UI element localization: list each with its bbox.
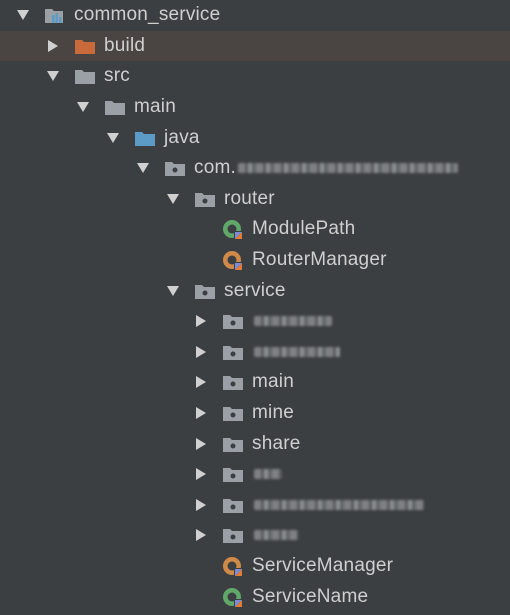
kotlin-class-icon — [222, 250, 244, 272]
package-folder-icon — [222, 525, 244, 545]
tree-row-service-share[interactable]: share — [0, 428, 510, 459]
folder-label — [252, 494, 424, 516]
class-label: ServiceManager — [252, 555, 394, 577]
tree-row-main[interactable]: main — [0, 92, 510, 123]
folder-icon — [74, 36, 96, 56]
folder-label: main — [134, 96, 176, 118]
redacted-text — [254, 469, 282, 480]
tree-row-package[interactable]: com. — [0, 153, 510, 184]
package-folder-icon — [194, 281, 216, 301]
source-folder-icon — [134, 128, 156, 148]
folder-label: router — [224, 187, 275, 209]
folder-label — [252, 524, 298, 546]
kotlin-class-icon — [222, 556, 244, 578]
package-folder-icon — [164, 158, 186, 178]
class-label: ModulePath — [252, 218, 356, 240]
tree-row-servicename[interactable]: ServiceName — [0, 581, 510, 612]
folder-icon — [74, 66, 96, 86]
package-folder-icon — [222, 464, 244, 484]
package-folder-icon — [222, 311, 244, 331]
tree-row-service-subfolder[interactable] — [0, 459, 510, 490]
folder-label: main — [252, 371, 294, 393]
folder-label: mine — [252, 402, 294, 424]
kotlin-class-icon — [222, 219, 244, 241]
package-folder-icon — [222, 372, 244, 392]
project-name: common_service — [74, 4, 221, 26]
triangle-down-icon[interactable] — [166, 284, 180, 298]
folder-label: service — [224, 279, 286, 301]
module-folder-icon — [44, 5, 66, 25]
package-folder-icon — [194, 189, 216, 209]
tree-row-java[interactable]: java — [0, 122, 510, 153]
package-label: com. — [194, 157, 458, 179]
triangle-right-icon[interactable] — [194, 498, 208, 512]
tree-row-service-subfolder[interactable] — [0, 337, 510, 368]
triangle-right-icon[interactable] — [194, 467, 208, 481]
folder-label: share — [252, 432, 301, 454]
tree-row-router[interactable]: router — [0, 184, 510, 215]
tree-row-common-service[interactable]: common_service — [0, 0, 510, 31]
folder-label — [252, 310, 332, 332]
redacted-text — [254, 316, 332, 327]
triangle-right-icon[interactable] — [194, 406, 208, 420]
triangle-right-icon[interactable] — [194, 437, 208, 451]
redacted-text — [254, 499, 424, 510]
folder-label — [252, 341, 340, 363]
tree-row-build[interactable]: build — [0, 30, 510, 62]
triangle-down-icon[interactable] — [166, 192, 180, 206]
triangle-right-icon[interactable] — [194, 345, 208, 359]
package-folder-icon — [222, 342, 244, 362]
tree-row-src[interactable]: src — [0, 61, 510, 92]
package-folder-icon — [222, 495, 244, 515]
tree-row-modulepath[interactable]: ModulePath — [0, 214, 510, 245]
package-folder-icon — [222, 403, 244, 423]
triangle-down-icon[interactable] — [76, 100, 90, 114]
triangle-right-icon[interactable] — [194, 375, 208, 389]
tree-row-servicemanager[interactable]: ServiceManager — [0, 551, 510, 582]
redacted-text — [237, 163, 458, 174]
tree-row-service-subfolder[interactable] — [0, 490, 510, 521]
triangle-down-icon[interactable] — [46, 69, 60, 83]
folder-label: src — [104, 65, 130, 87]
kotlin-class-icon — [222, 587, 244, 608]
folder-label — [252, 463, 282, 485]
triangle-down-icon[interactable] — [136, 161, 150, 175]
folder-label: java — [164, 126, 200, 148]
package-folder-icon — [222, 434, 244, 454]
triangle-down-icon[interactable] — [106, 131, 120, 145]
triangle-right-icon[interactable] — [194, 528, 208, 542]
folder-icon — [104, 97, 126, 117]
folder-label: build — [104, 34, 146, 56]
redacted-text — [254, 346, 340, 357]
triangle-right-icon[interactable] — [194, 314, 208, 328]
tree-row-routermanager[interactable]: RouterManager — [0, 245, 510, 276]
triangle-right-icon[interactable] — [46, 39, 60, 53]
tree-row-service-mine[interactable]: mine — [0, 398, 510, 429]
tree-row-service[interactable]: service — [0, 275, 510, 306]
class-label: RouterManager — [252, 249, 387, 271]
tree-row-service-subfolder[interactable] — [0, 306, 510, 337]
redacted-text — [254, 530, 298, 541]
tree-row-service-subfolder[interactable] — [0, 520, 510, 551]
tree-row-service-main[interactable]: main — [0, 367, 510, 398]
class-label: ServiceName — [252, 585, 369, 607]
triangle-down-icon[interactable] — [16, 8, 30, 22]
